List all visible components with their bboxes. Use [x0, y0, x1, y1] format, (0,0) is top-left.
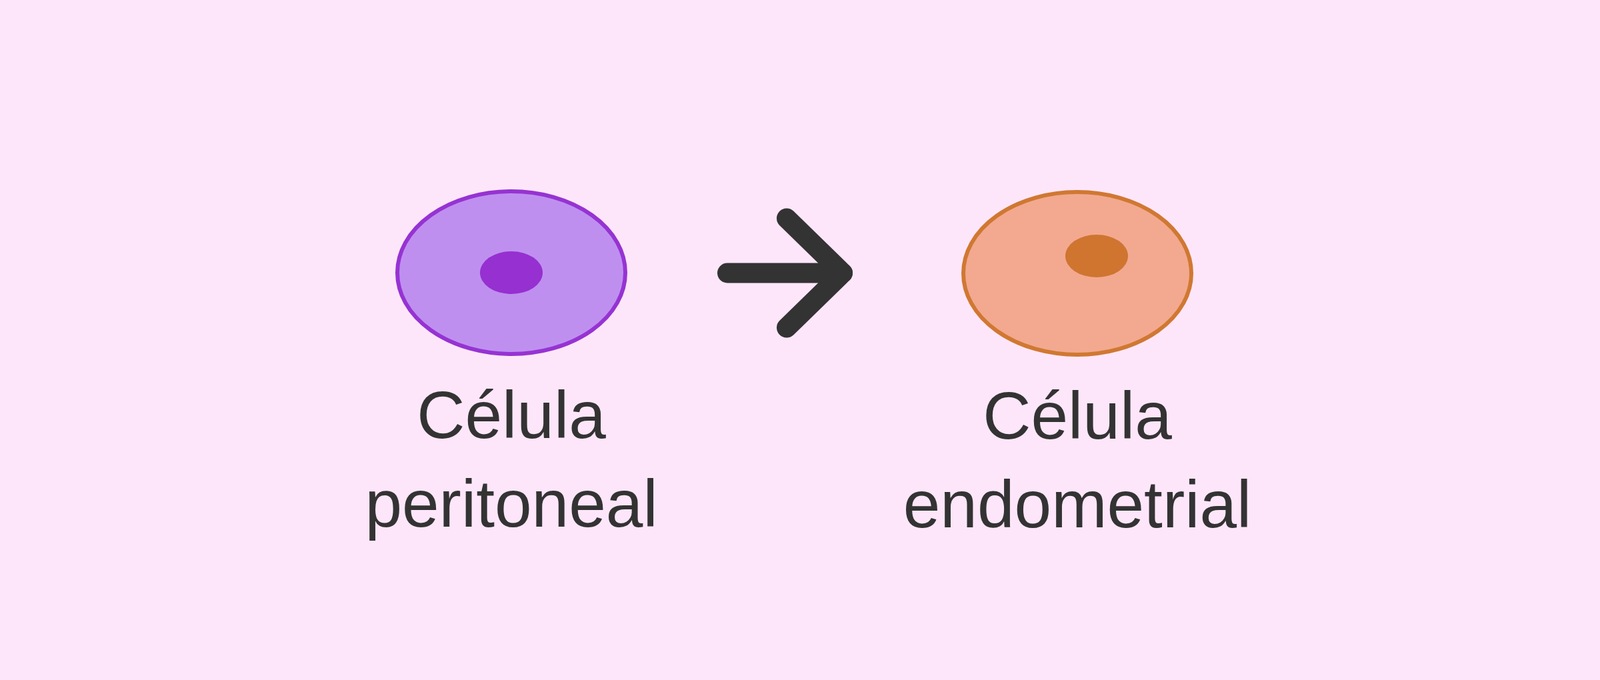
cell-node: Célula endometrial — [877, 186, 1278, 549]
cell-nucleus — [480, 251, 543, 294]
arrow-connector — [727, 218, 843, 328]
cell-label: Célula peritoneal — [311, 370, 712, 548]
cell-illustration — [311, 186, 712, 360]
cell-body — [397, 191, 626, 354]
cell-illustration — [877, 186, 1278, 360]
cell-nucleus — [1065, 234, 1128, 278]
cell-node: Célula peritoneal — [311, 186, 712, 548]
arrow-head — [786, 218, 843, 328]
cell-label: Célula endometrial — [877, 371, 1278, 549]
cell-body — [963, 192, 1192, 355]
